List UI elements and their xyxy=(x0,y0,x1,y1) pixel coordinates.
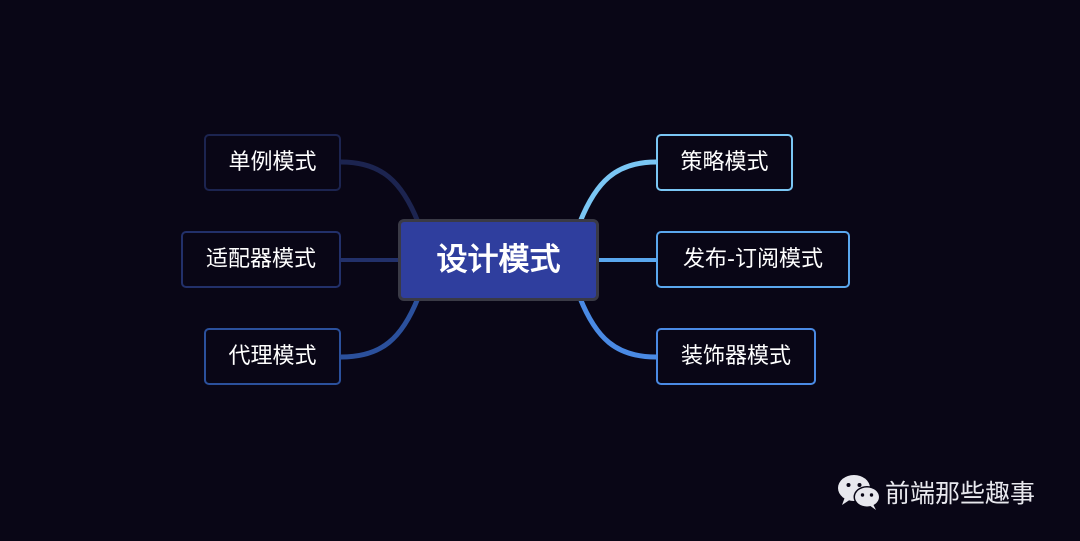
connector-decorator xyxy=(577,295,659,360)
topic-strategy-pattern: 策略模式 xyxy=(656,134,793,191)
connector-proxy xyxy=(338,295,421,360)
connector-strategy xyxy=(577,159,659,225)
topic-pubsub-pattern: 发布-订阅模式 xyxy=(656,231,850,288)
topic-decorator-pattern: 装饰器模式 xyxy=(656,328,816,385)
central-topic: 设计模式 xyxy=(398,219,599,301)
topic-adapter-pattern: 适配器模式 xyxy=(181,231,341,288)
connector-singleton xyxy=(338,159,421,225)
account-watermark: 前端那些趣事 xyxy=(836,470,1035,514)
watermark-text: 前端那些趣事 xyxy=(885,479,1036,508)
topic-proxy-pattern: 代理模式 xyxy=(204,328,341,385)
wechat-icon xyxy=(838,475,881,510)
topic-singleton-pattern: 单例模式 xyxy=(204,134,341,191)
